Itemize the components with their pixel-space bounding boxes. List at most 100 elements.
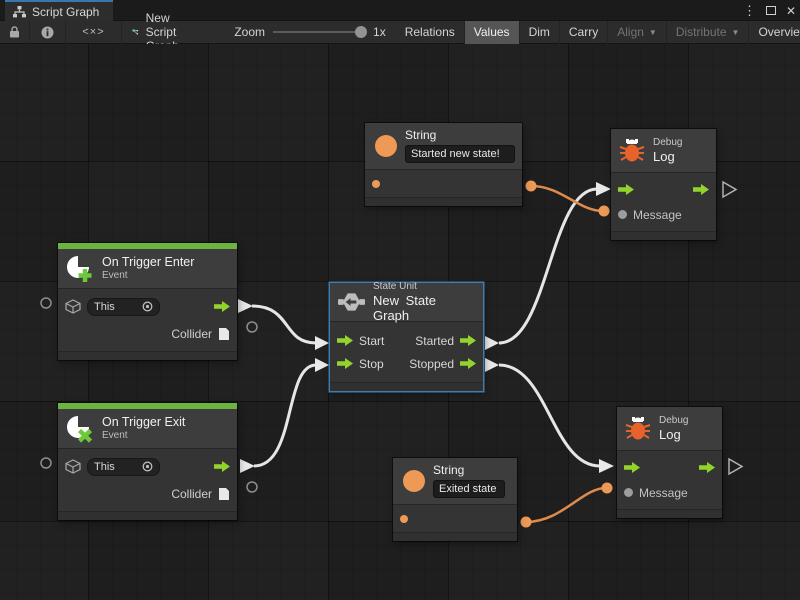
values-button[interactable]: Values <box>464 20 520 44</box>
window-tab-bar: Script Graph ⋮ ✕ <box>0 0 800 21</box>
carry-button[interactable]: Carry <box>560 20 609 44</box>
align-dropdown[interactable]: Align ▼ <box>608 20 667 44</box>
tab-label: Script Graph <box>32 4 100 19</box>
zoom-control: Zoom 1x <box>234 25 385 39</box>
trigger-event-icon <box>67 255 92 282</box>
script-graph-icon <box>132 29 139 35</box>
zoom-slider[interactable] <box>273 26 368 38</box>
dim-button[interactable]: Dim <box>520 20 560 44</box>
port-label: Collider <box>171 326 212 341</box>
event-stripe <box>58 243 237 249</box>
graph-hierarchy-icon <box>13 5 26 17</box>
port-label: Start <box>359 333 385 348</box>
lock-button[interactable] <box>0 20 30 44</box>
window-menu-icon[interactable]: ⋮ <box>742 2 756 18</box>
node-footer <box>393 532 517 541</box>
node-kind: State Unit <box>373 281 417 292</box>
node-title: String <box>405 128 437 142</box>
zoom-slider-handle[interactable] <box>355 26 368 38</box>
flow-output-port[interactable] <box>699 462 715 473</box>
collider-doc-icon[interactable] <box>218 487 230 501</box>
info-button[interactable] <box>30 20 66 44</box>
node-footer <box>611 231 716 240</box>
node-title: On Trigger Exit <box>102 415 186 429</box>
flow-input-port[interactable] <box>624 462 640 473</box>
string-input-field[interactable]: Started new state! <box>405 145 515 163</box>
node-ports <box>393 505 517 532</box>
collider-doc-icon[interactable] <box>218 327 230 341</box>
flow-input-port[interactable] <box>337 358 353 369</box>
info-icon <box>41 26 54 38</box>
node-on-trigger-exit[interactable]: On Trigger Exit Event This Collider <box>58 403 237 520</box>
node-ports <box>365 170 522 197</box>
chevron-down-icon: ▼ <box>731 27 740 37</box>
object-picker-icon[interactable] <box>142 301 153 312</box>
node-string-bottom[interactable]: String Exited state <box>393 458 517 541</box>
chevron-down-icon: ▼ <box>648 27 657 37</box>
message-input-port[interactable] <box>624 488 633 497</box>
node-ports: Message <box>617 451 722 509</box>
node-title: Log <box>659 427 681 442</box>
node-title: Log <box>653 149 675 164</box>
toolbar-middle-group: New Script Graph Zoom 1x <box>122 11 396 53</box>
graph-toolbar: <×> New Script Graph Zoom 1x Relations V… <box>0 11 800 53</box>
zoom-label: Zoom <box>234 25 266 39</box>
node-ports: This Collider <box>58 289 237 351</box>
relations-button[interactable]: Relations <box>396 20 465 44</box>
port-label: Started <box>415 333 454 348</box>
node-ports: Message <box>611 173 716 231</box>
toolbar-right-group: Relations Values Dim Carry Align ▼ Distr… <box>396 20 800 44</box>
gameobject-cube-icon <box>65 299 81 314</box>
window-controls: ⋮ ✕ <box>743 0 796 21</box>
tab-script-graph[interactable]: Script Graph <box>5 0 114 21</box>
node-header: Debug Log <box>617 407 722 451</box>
node-footer <box>365 197 522 206</box>
node-subtitle: Event <box>102 270 128 281</box>
flow-input-port[interactable] <box>337 335 353 346</box>
close-icon[interactable]: ✕ <box>785 3 796 18</box>
gameobject-cube-icon <box>65 459 81 474</box>
node-kind: Debug <box>659 415 689 426</box>
distribute-dropdown[interactable]: Distribute ▼ <box>667 20 750 44</box>
overview-button[interactable]: Overview <box>749 21 800 44</box>
trigger-event-icon <box>67 415 93 443</box>
code-icon: <×> <box>82 26 105 38</box>
flow-input-port[interactable] <box>618 184 634 195</box>
flow-output-port[interactable] <box>460 358 476 369</box>
node-footer <box>617 509 722 518</box>
node-debug-log-top[interactable]: Debug Log Message <box>611 129 716 240</box>
target-object-field[interactable]: This <box>87 297 160 316</box>
string-input-field[interactable]: Exited state <box>433 480 505 498</box>
node-ports: This Collider <box>58 449 237 511</box>
code-view-button[interactable]: <×> <box>66 20 122 44</box>
node-kind: Debug <box>653 137 683 148</box>
lock-icon <box>10 26 19 38</box>
debug-bug-icon <box>625 416 651 439</box>
node-footer <box>58 511 237 520</box>
maximize-icon[interactable] <box>765 6 776 15</box>
debug-bug-icon <box>619 138 645 161</box>
flow-output-port[interactable] <box>460 335 476 346</box>
node-on-trigger-enter[interactable]: On Trigger Enter Event This Collider <box>58 243 237 360</box>
flow-output-port[interactable] <box>693 184 709 195</box>
node-title: String <box>433 463 465 477</box>
node-header: String Started new state! <box>365 123 522 170</box>
node-state-unit[interactable]: State Unit New State Graph Start Started… <box>330 281 483 391</box>
string-value-icon <box>403 469 425 492</box>
event-stripe <box>58 403 237 409</box>
value-output-port[interactable] <box>372 179 380 188</box>
port-label: Stop <box>359 356 384 371</box>
zoom-value: 1x <box>373 25 386 39</box>
node-debug-log-bottom[interactable]: Debug Log Message <box>617 407 722 518</box>
node-string-top[interactable]: String Started new state! <box>365 123 522 206</box>
port-label: Stopped <box>409 356 454 371</box>
flow-output-port[interactable] <box>214 461 230 472</box>
target-object-field[interactable]: This <box>87 457 160 476</box>
flow-output-port[interactable] <box>214 301 230 312</box>
value-output-port[interactable] <box>400 514 408 523</box>
string-value-icon <box>375 134 397 157</box>
node-header: On Trigger Enter Event <box>58 249 237 289</box>
message-input-port[interactable] <box>618 210 627 219</box>
object-picker-icon[interactable] <box>142 461 153 472</box>
